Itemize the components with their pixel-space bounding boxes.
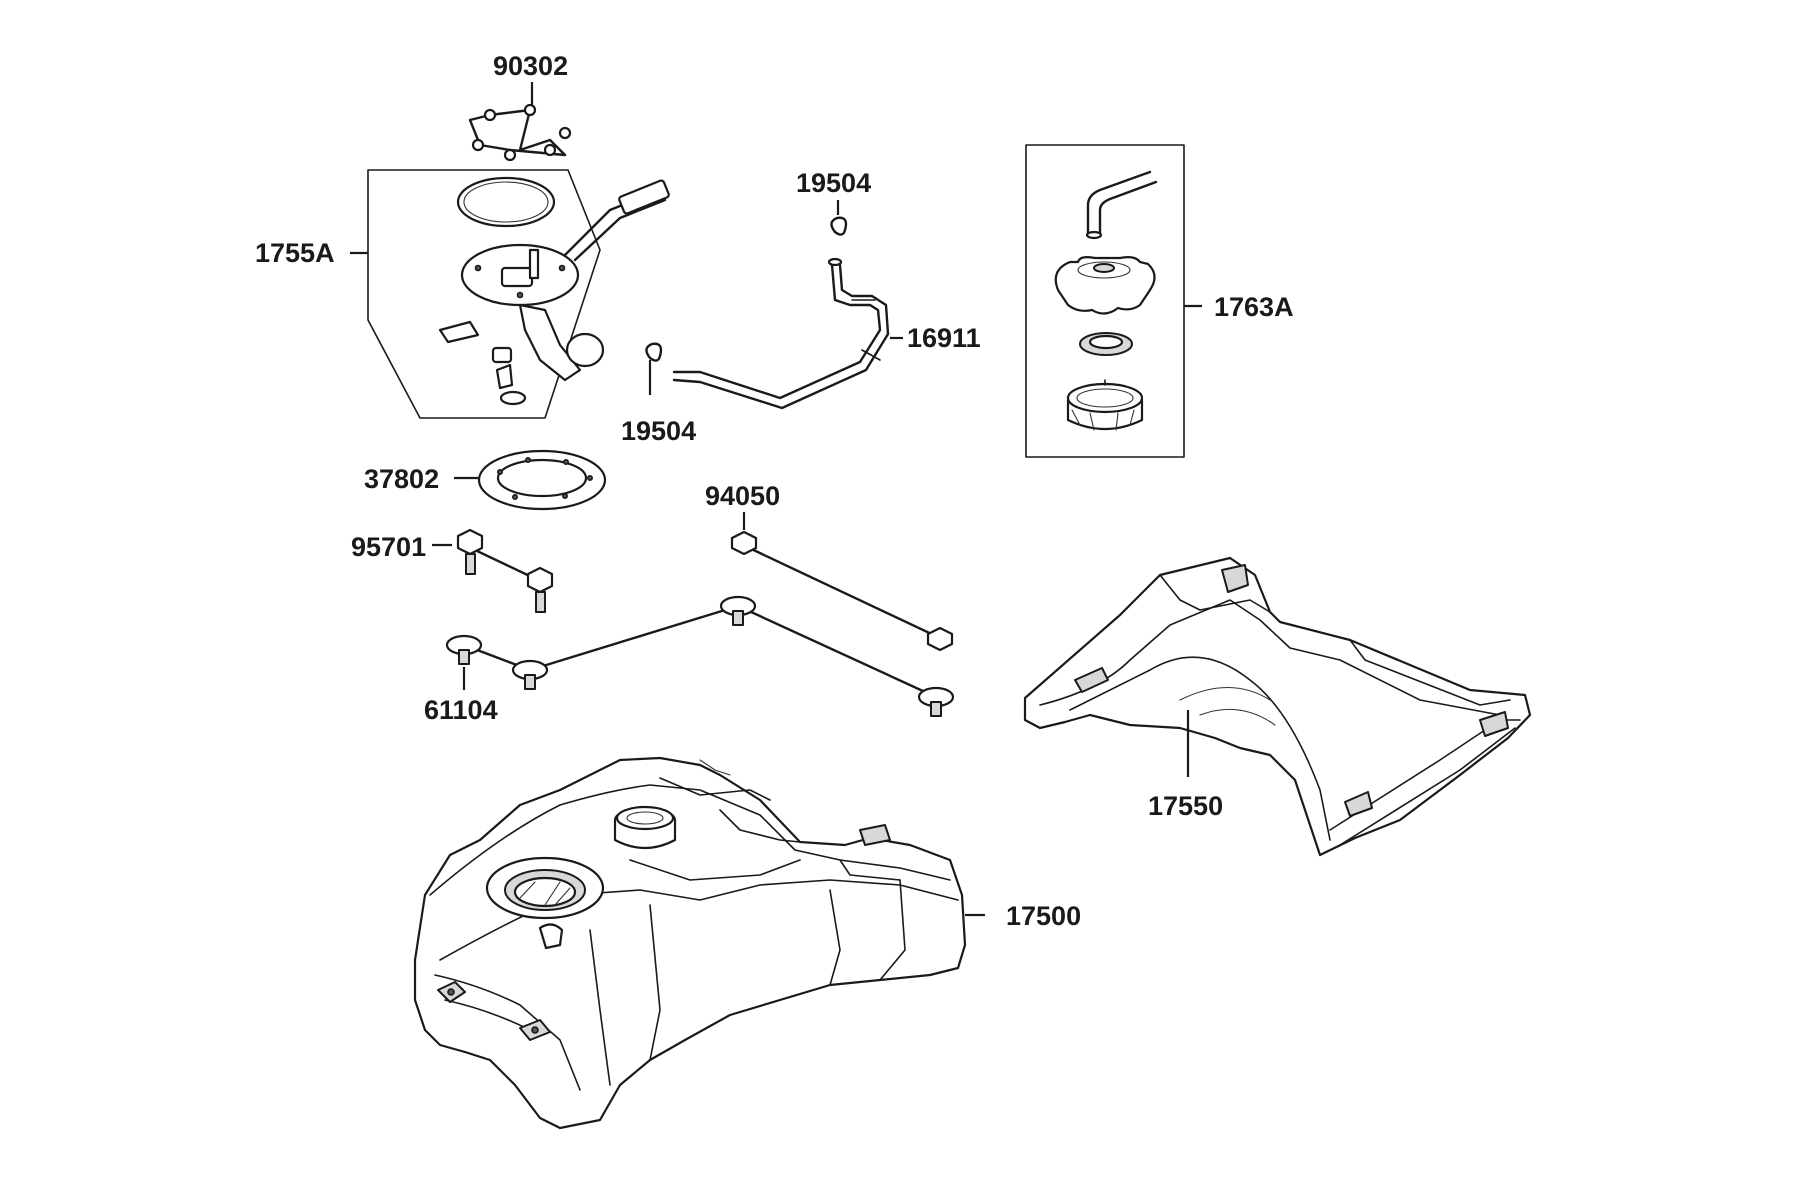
nut-set-94050 xyxy=(730,530,954,652)
fuel-pump-assembly-1755a xyxy=(367,169,670,419)
label-17500: 17500 xyxy=(1006,901,1081,931)
label-37802: 37802 xyxy=(364,464,439,494)
gasket-37802 xyxy=(477,449,607,511)
label-1755a: 1755A xyxy=(255,238,335,268)
screw-set-90302 xyxy=(468,103,572,162)
label-95701: 95701 xyxy=(351,532,426,562)
label-90302: 90302 xyxy=(493,51,568,81)
label-94050: 94050 xyxy=(705,481,780,511)
fuel-cap-assembly-1763a xyxy=(1025,144,1185,458)
collar-set-61104 xyxy=(445,595,955,717)
label-19504-top: 19504 xyxy=(796,168,871,198)
fuel-hose-16911 xyxy=(672,257,890,410)
label-61104: 61104 xyxy=(424,695,498,725)
label-19504-bottom: 19504 xyxy=(621,416,696,446)
label-1763a: 1763A xyxy=(1214,292,1294,322)
bolt-set-95701 xyxy=(456,528,554,613)
fuel-tank-17500 xyxy=(413,756,967,1130)
hose-clamp-19504-top xyxy=(830,216,848,236)
tank-protector-17550 xyxy=(1023,556,1532,857)
label-16911: 16911 xyxy=(907,323,981,353)
hose-clamp-19504-bottom xyxy=(645,342,663,362)
label-17550: 17550 xyxy=(1148,791,1223,821)
